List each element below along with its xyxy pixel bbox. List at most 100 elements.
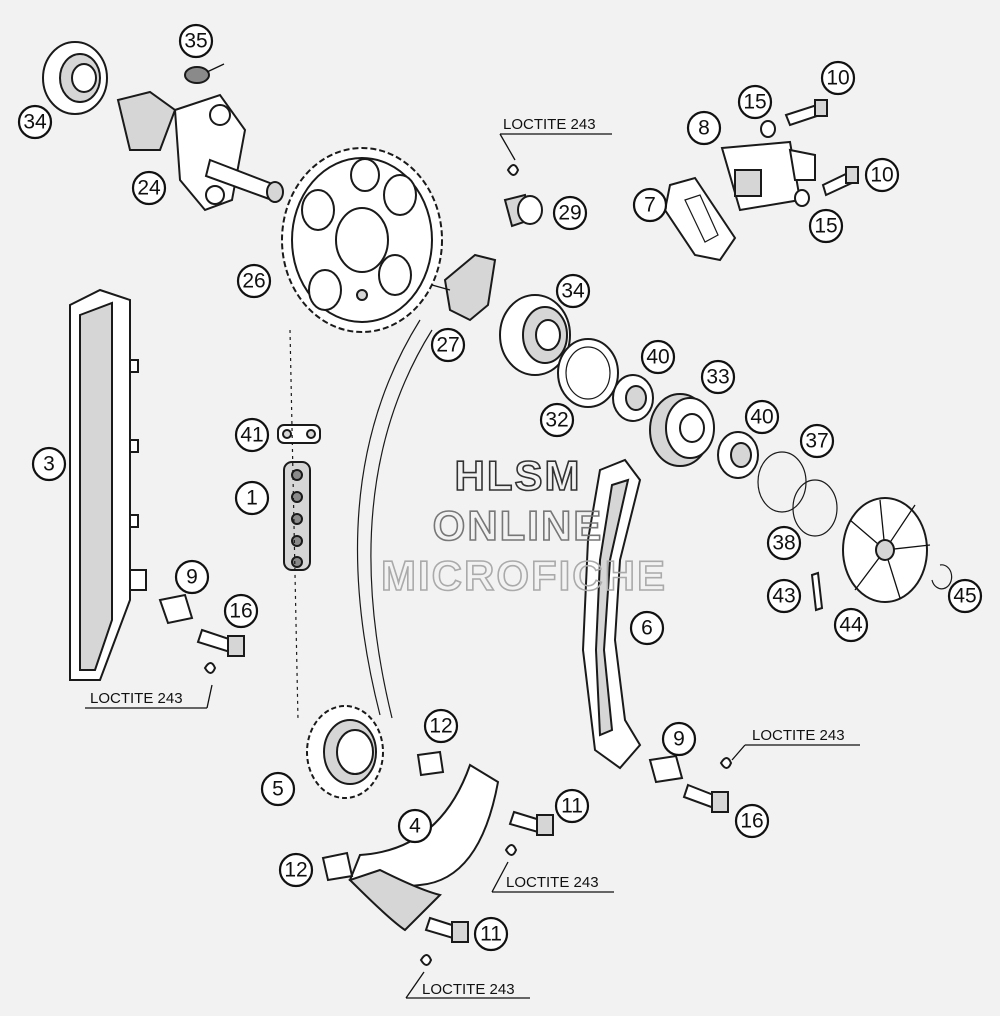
- callout-7[interactable]: 7: [632, 187, 668, 223]
- timing-chain-1: [283, 461, 311, 571]
- callout-5[interactable]: 5: [260, 771, 296, 807]
- svg-text:26: 26: [242, 270, 265, 293]
- svg-text:15: 15: [814, 215, 837, 238]
- callout-12-lower[interactable]: 12: [278, 852, 314, 888]
- sleeve-9-left: [158, 593, 194, 625]
- chain-guide-3: [69, 288, 147, 681]
- bolt-11-upper: [504, 810, 554, 856]
- loctite-note-top: LOCTITE 243: [499, 116, 612, 161]
- pulley-33: [649, 393, 715, 467]
- svg-text:8: 8: [698, 117, 710, 140]
- svg-text:32: 32: [545, 409, 568, 432]
- svg-text:45: 45: [953, 585, 976, 608]
- callout-43[interactable]: 43: [766, 578, 802, 614]
- callout-6[interactable]: 6: [629, 610, 665, 646]
- svg-text:MICROFICHE: MICROFICHE: [381, 552, 667, 599]
- bolt-10-bottom: [821, 166, 859, 197]
- callout-34-mid[interactable]: 34: [555, 273, 591, 309]
- svg-text:44: 44: [839, 614, 863, 637]
- svg-text:41: 41: [240, 424, 263, 447]
- decompressor-shaft-24: [116, 90, 284, 212]
- callout-26[interactable]: 26: [236, 263, 272, 299]
- bearing-34-top: [42, 41, 108, 115]
- svg-text:11: 11: [561, 795, 583, 818]
- o-ring-37: [757, 451, 807, 513]
- washer-15-bottom: [794, 189, 810, 207]
- svg-text:40: 40: [750, 406, 773, 429]
- callout-11-lower[interactable]: 11: [473, 916, 509, 952]
- svg-text:43: 43: [772, 585, 795, 608]
- cam-sprocket-26: [281, 147, 443, 333]
- bolt-10-top: [784, 99, 828, 127]
- callout-38[interactable]: 38: [766, 525, 802, 561]
- decompressor-lever-27: [431, 253, 497, 322]
- callout-45[interactable]: 45: [947, 578, 983, 614]
- callout-40-upper[interactable]: 40: [640, 339, 676, 375]
- callout-9-left[interactable]: 9: [174, 559, 210, 595]
- o-ring-38: [792, 479, 838, 537]
- callout-33[interactable]: 33: [700, 359, 736, 395]
- callout-27[interactable]: 27: [430, 327, 466, 363]
- washer-32: [557, 338, 619, 408]
- callout-10-top[interactable]: 10: [820, 60, 856, 96]
- chain-path: [289, 319, 433, 721]
- callout-44[interactable]: 44: [833, 607, 869, 643]
- svg-text:LOCTITE 243: LOCTITE 243: [752, 727, 845, 744]
- svg-text:LOCTITE 243: LOCTITE 243: [506, 874, 599, 891]
- svg-text:9: 9: [186, 566, 198, 589]
- svg-text:34: 34: [561, 280, 585, 303]
- svg-text:35: 35: [184, 30, 207, 53]
- loctite-note-bottom: LOCTITE 243: [405, 971, 530, 999]
- svg-text:6: 6: [641, 617, 653, 640]
- svg-text:ONLINE: ONLINE: [433, 502, 604, 549]
- callout-9-right[interactable]: 9: [661, 721, 697, 757]
- svg-text:3: 3: [43, 453, 55, 476]
- callout-11-upper[interactable]: 11: [554, 788, 590, 824]
- callout-24[interactable]: 24: [131, 170, 167, 206]
- callout-4[interactable]: 4: [397, 808, 433, 844]
- spring-35: [184, 63, 225, 84]
- bolt-16-left: [196, 628, 245, 674]
- chain-tensioner-8: [720, 140, 816, 212]
- callout-41[interactable]: 41: [234, 417, 270, 453]
- svg-text:LOCTITE 243: LOCTITE 243: [503, 116, 596, 133]
- callout-32[interactable]: 32: [539, 402, 575, 438]
- svg-text:12: 12: [284, 859, 307, 882]
- chain-guide-6: [581, 458, 642, 770]
- callout-8[interactable]: 8: [686, 110, 722, 146]
- sleeve-12-lower: [321, 851, 354, 882]
- callout-16-left[interactable]: 16: [223, 593, 259, 629]
- callout-15-top[interactable]: 15: [737, 84, 773, 120]
- callout-40-lower[interactable]: 40: [744, 399, 780, 435]
- callout-12-upper[interactable]: 12: [423, 708, 459, 744]
- bearing-40-upper: [612, 374, 654, 422]
- svg-text:16: 16: [229, 600, 252, 623]
- svg-text:LOCTITE 243: LOCTITE 243: [422, 981, 515, 998]
- callout-29[interactable]: 29: [552, 195, 588, 231]
- gasket-7: [663, 176, 737, 262]
- callout-15-bottom[interactable]: 15: [808, 208, 844, 244]
- svg-text:HLSM: HLSM: [455, 452, 582, 499]
- callout-34-top[interactable]: 34: [17, 104, 53, 140]
- sleeve-9-right: [648, 754, 684, 784]
- callout-35[interactable]: 35: [178, 23, 214, 59]
- svg-text:24: 24: [137, 177, 161, 200]
- loctite-note-right: LOCTITE 243: [731, 727, 860, 761]
- svg-text:5: 5: [272, 778, 284, 801]
- svg-text:1: 1: [246, 487, 258, 510]
- callout-1[interactable]: 1: [234, 480, 270, 516]
- loctite-note-mid: LOCTITE 243: [491, 861, 614, 893]
- svg-text:34: 34: [23, 111, 47, 134]
- callout-37[interactable]: 37: [799, 423, 835, 459]
- callout-16-right[interactable]: 16: [734, 803, 770, 839]
- svg-text:9: 9: [673, 728, 685, 751]
- svg-text:29: 29: [558, 202, 581, 225]
- tensioner-rail-4: [348, 763, 500, 932]
- callout-10-bottom[interactable]: 10: [864, 157, 900, 193]
- svg-text:27: 27: [436, 334, 459, 357]
- svg-text:7: 7: [644, 194, 656, 217]
- bolt-16-right: [682, 757, 733, 813]
- callout-3[interactable]: 3: [31, 446, 67, 482]
- bearing-40-lower: [717, 431, 759, 479]
